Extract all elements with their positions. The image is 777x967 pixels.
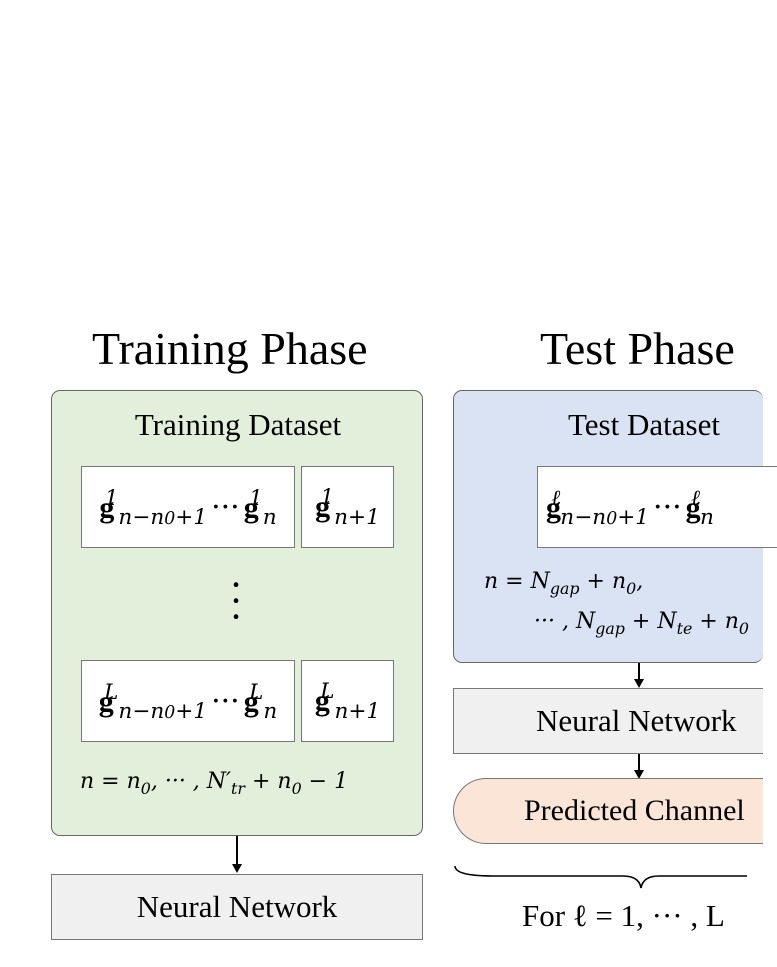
test-arrow-1	[638, 663, 640, 679]
test-arrow-1-head	[634, 679, 644, 688]
predicted-channel-label: Predicted Channel	[524, 794, 745, 827]
loop-brace	[454, 865, 747, 889]
test-index-range-line2: ··· , Ngap + Nte + n0	[534, 609, 749, 638]
training-neural-network-label: Neural Network	[136, 889, 338, 924]
training-arrow-head	[232, 864, 242, 873]
test-neural-network-box: Neural Network	[453, 688, 763, 754]
training-phase-title: Training Phase	[92, 323, 368, 374]
loop-label: For ℓ = 1, ··· , L	[522, 898, 725, 934]
test-dataset-label: Test Dataset	[568, 407, 720, 442]
test-phase-title: Test Phase	[540, 323, 735, 374]
vertical-ellipsis: ···	[229, 562, 243, 639]
training-arrow	[236, 836, 238, 864]
loop-label-text: For ℓ = 1, ··· , L	[522, 898, 725, 933]
test-index-range-line1: n = Ngap + n0,	[484, 569, 644, 598]
training-index-range: n = n0, ··· , N′tr + n0 − 1	[80, 769, 349, 798]
test-neural-network-label: Neural Network	[536, 703, 737, 738]
training-dataset-label: Training Dataset	[134, 407, 342, 442]
training-neural-network-box: Neural Network	[51, 874, 423, 940]
test-arrow-2-head	[634, 770, 644, 779]
test-arrow-2	[638, 754, 640, 770]
predicted-channel-box: Predicted Channel	[453, 778, 763, 844]
